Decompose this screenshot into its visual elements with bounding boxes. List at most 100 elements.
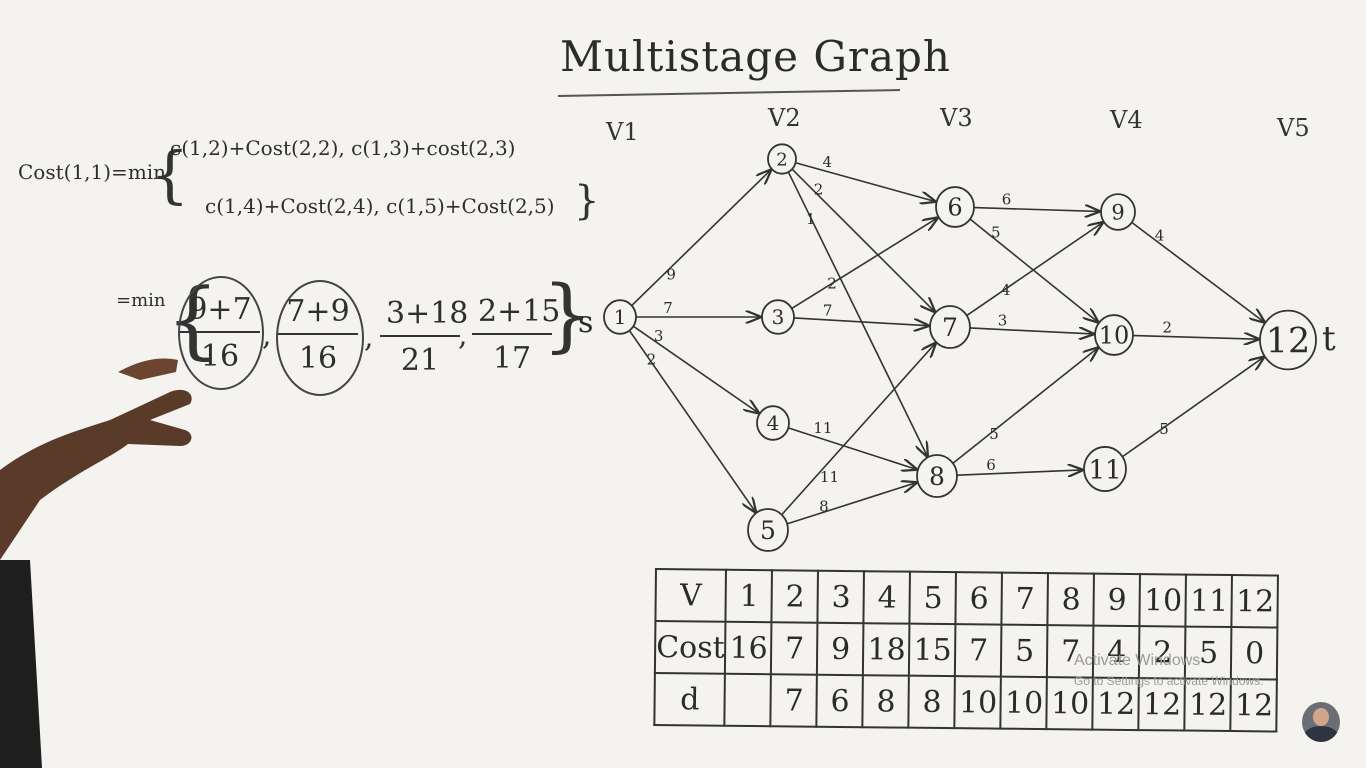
highlight-circle-1 (178, 276, 264, 390)
table-row-label-v: V (655, 569, 727, 622)
edge-weight-5-8: 8 (819, 498, 829, 516)
node-10-circle (1094, 314, 1134, 356)
node-6-label: 6 (947, 194, 962, 222)
table-cell-v-7: 7 (1001, 572, 1049, 626)
node-9-label: 9 (1111, 201, 1124, 225)
table-cell-d-5: 8 (908, 675, 956, 729)
edge-weight-11-12: 5 (1159, 420, 1169, 438)
edge-weight-10-12: 2 (1163, 318, 1173, 336)
table-cell-v-11: 11 (1185, 574, 1233, 628)
table-cell-v-3: 3 (817, 570, 865, 624)
fraction-term-4-denominator: 17 (492, 341, 532, 376)
edge-1-5 (628, 329, 755, 512)
table-cell-v-2: 2 (771, 570, 819, 623)
watermark-line-2: Go to Settings to activate Windows. (1074, 674, 1264, 688)
table-cell-v-1: 1 (725, 569, 773, 623)
node-9-circle (1100, 193, 1136, 231)
fraction-term-2-numerator: 7+9 (278, 294, 358, 335)
edge-weight-8-11: 6 (986, 456, 996, 474)
edge-5-8 (786, 483, 916, 525)
node-12-circle (1259, 309, 1317, 371)
table-cell-d-2: 7 (770, 674, 818, 727)
edge-weight-1-4: 3 (654, 327, 664, 345)
fraction-term-3: 3+18 21 (380, 296, 468, 378)
table-cell-cost-7: 5 (1001, 624, 1048, 678)
stage-label-v5: V5 (1277, 114, 1310, 142)
fraction-term-3-denominator: 21 (400, 343, 440, 378)
node-5-label: 5 (760, 516, 776, 545)
fraction-term-1: 9+7 16 (180, 292, 260, 374)
formula-line-1: c(1,2)+Cost(2,2), c(1,3)+cost(2,3) (170, 136, 516, 160)
edge-2-7 (791, 168, 935, 312)
page-title: Multistage Graph (560, 32, 951, 81)
fraction-term-2-denominator: 16 (298, 341, 338, 376)
fraction-term-4: 2+15 17 (472, 294, 560, 376)
formula-lhs: Cost(1,1)=min (18, 160, 167, 184)
node-3-label: 3 (772, 305, 785, 329)
node-2-label: 2 (776, 149, 787, 170)
edge-weight-7-10: 3 (998, 311, 1008, 329)
presenter-arm (0, 358, 192, 768)
edge-6-9 (973, 208, 1099, 212)
fraction-separator-3: , (458, 318, 468, 353)
table-row-label-cost: Cost (654, 621, 726, 674)
stage-label-v1: V1 (606, 118, 639, 146)
edge-weight-1-3: 7 (663, 299, 673, 317)
edge-weight-2-6: 4 (822, 153, 832, 171)
table-cell-cost-4: 18 (863, 623, 910, 676)
formula-open-brace: { (150, 138, 190, 211)
presenter-avatar (1302, 702, 1340, 742)
node-8-label: 8 (929, 462, 945, 491)
edge-8-10 (952, 348, 1098, 465)
node-2-circle (767, 143, 797, 175)
edge-weight-7-9: 4 (1001, 281, 1011, 299)
edge-10-12 (1132, 336, 1258, 340)
edge-weight-9-12: 4 (1155, 227, 1165, 245)
edge-weight-6-9: 6 (1002, 190, 1012, 208)
node-5-circle (747, 508, 789, 552)
stage-label-v3: V3 (940, 104, 973, 132)
table-cell-v-9: 9 (1093, 573, 1141, 627)
fraction-term-4-numerator: 2+15 (472, 294, 560, 335)
edge-2-6 (795, 161, 934, 202)
node-8-circle (916, 454, 958, 498)
table-cell-cost-5: 15 (909, 623, 956, 677)
table-cell-v-4: 4 (863, 571, 911, 624)
table-cell-v-6: 6 (955, 572, 1003, 625)
node-3-circle (761, 299, 795, 335)
node-11-label: 11 (1088, 455, 1121, 485)
stage-label-v4: V4 (1110, 106, 1143, 134)
edge-4-8 (787, 427, 916, 469)
edge-weight-1-5: 2 (647, 351, 657, 369)
node-1-label: 1 (614, 305, 627, 329)
formula-close-brace: } (574, 178, 600, 224)
table-cell-cost-1: 16 (725, 621, 772, 675)
sink-label: t (1322, 319, 1336, 359)
node-12-label: 12 (1266, 322, 1311, 362)
edge-weight-2-8: 1 (806, 210, 816, 228)
edge-3-6 (791, 218, 938, 310)
edge-11-12 (1121, 357, 1263, 458)
edge-3-7 (793, 317, 928, 326)
activation-watermark: Activate Windows Go to Settings to activ… (1074, 652, 1263, 688)
formula-eq-min: =min (116, 290, 166, 311)
table-cell-v-5: 5 (909, 571, 957, 625)
edge-weight-8-10: 5 (989, 425, 999, 443)
table-cell-d-7: 10 (1000, 676, 1048, 730)
edge-weight-5-7: 11 (820, 468, 839, 486)
table-cell-d-4: 8 (862, 675, 910, 728)
edge-9-12 (1131, 221, 1264, 322)
table-cell-cost-3: 9 (817, 622, 864, 676)
edge-8-11 (956, 470, 1082, 475)
highlight-circle-2 (276, 280, 364, 396)
watermark-line-1: Activate Windows (1074, 652, 1201, 669)
edge-2-8 (787, 171, 927, 457)
node-7-circle (929, 305, 971, 349)
node-6-circle (935, 186, 975, 228)
edge-1-4 (632, 325, 758, 413)
stage-label-v2: V2 (768, 104, 801, 132)
